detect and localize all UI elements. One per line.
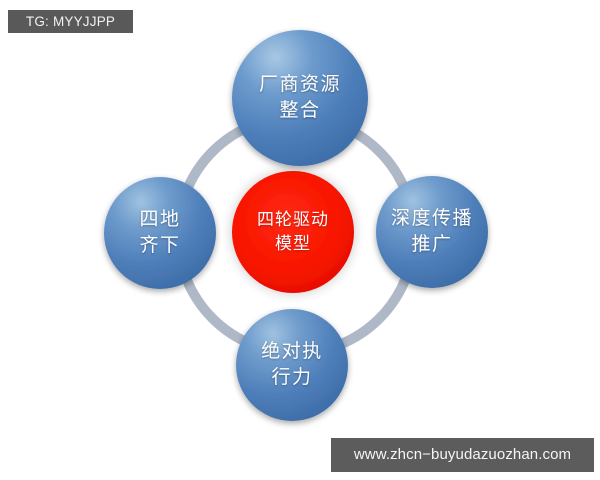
node-circle-right[interactable] — [376, 176, 488, 288]
node-circle-left[interactable] — [104, 177, 216, 289]
node-circle-top[interactable] — [232, 30, 368, 166]
watermark-url: www.zhcn−buyudazuozhan.com — [330, 437, 595, 473]
tg-badge: TG: MYYJJPP — [8, 10, 133, 33]
node-circle-bottom[interactable] — [236, 309, 348, 421]
center-circle[interactable] — [232, 171, 354, 293]
